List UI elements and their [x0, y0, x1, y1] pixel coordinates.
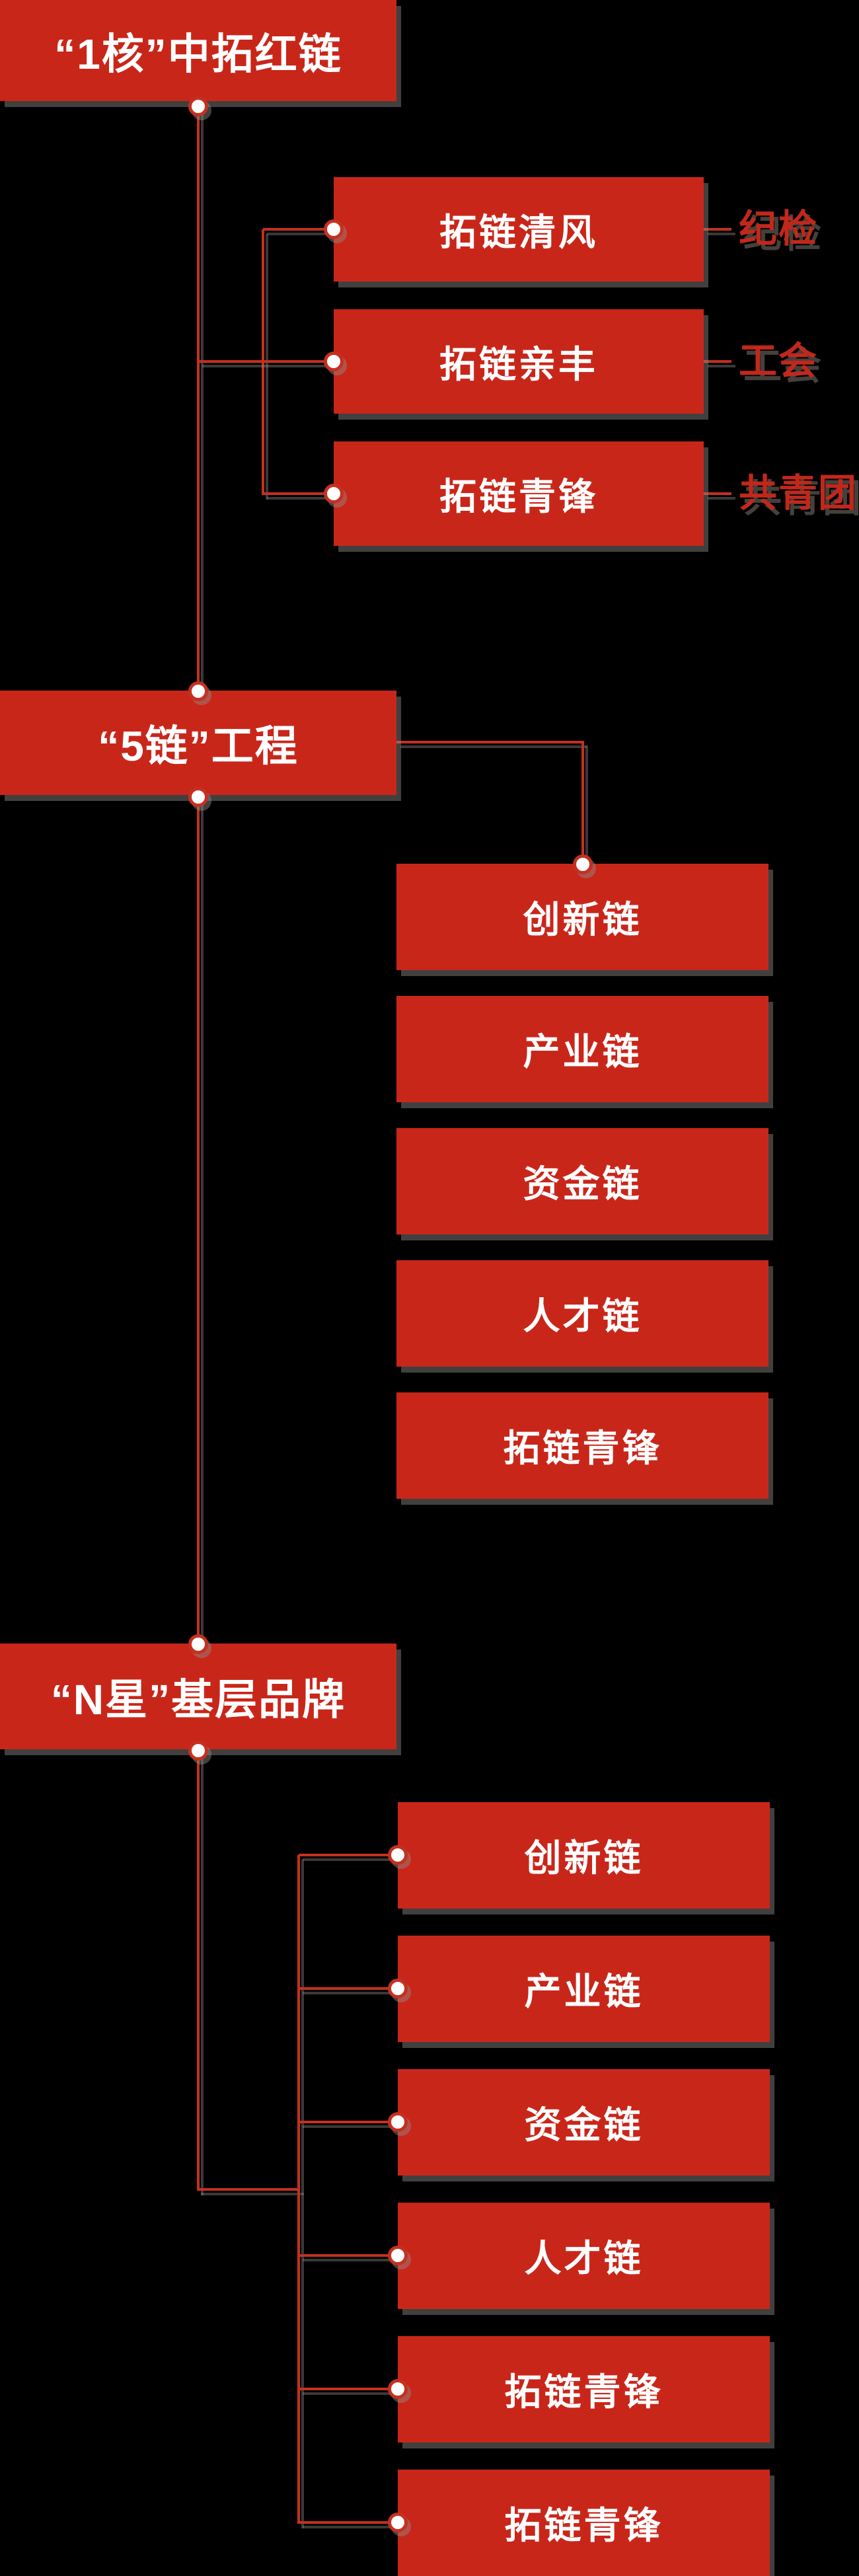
node-n-star-child-6: 拓链青锋: [398, 2470, 770, 2576]
junction-dot-five-chain-top: [188, 681, 208, 701]
junction-dot-core-bottom: [188, 96, 208, 116]
nstar-stub-5: [299, 2388, 398, 2390]
junction-dot-five-chain-child-1: [573, 854, 593, 874]
node-five-chain-child-1: 创新链: [396, 864, 768, 970]
junction-dot-five-chain-bottom: [188, 787, 208, 807]
junction-dot-n-star-child-6: [388, 2513, 408, 2532]
node-n-star-label: “N星”基层品牌: [50, 1676, 346, 1724]
node-core-child-3-label: 拓链青锋: [439, 475, 598, 517]
tag-stub-1: [704, 228, 731, 231]
node-n-star-child-3: 资金链: [398, 2069, 770, 2176]
node-n-star-child-1: 创新链: [398, 1802, 770, 1909]
junction-dot-n-star-child-2: [388, 1979, 408, 1998]
core-stub-3: [263, 492, 334, 495]
tag-stub-2: [704, 360, 731, 363]
junction-dot-n-star-child-4: [388, 2246, 408, 2265]
tag-stub-3: [704, 492, 731, 495]
node-five-chain-child-3: 资金链: [396, 1128, 768, 1234]
junction-dot-core-child-1: [324, 219, 344, 239]
node-five-chain-child-5-label: 拓链青锋: [503, 1427, 662, 1469]
five-chain-elbow-vertical: [581, 741, 584, 865]
node-five-chain: “5链”工程: [0, 691, 396, 795]
junction-dot-core-child-2: [324, 352, 344, 371]
node-n-star-child-4-label: 人才链: [524, 2238, 644, 2279]
nstar-stub-3: [299, 2121, 398, 2123]
node-five-chain-child-4-label: 人才链: [523, 1295, 642, 1337]
node-n-star-child-6-label: 拓链青锋: [504, 2505, 663, 2546]
node-core-child-2: 拓链亲丰: [334, 309, 704, 414]
node-core: “1核”中拓红链: [0, 0, 396, 101]
node-n-star: “N星”基层品牌: [0, 1644, 396, 1749]
node-core-child-1: 拓链清风: [334, 177, 704, 282]
node-five-chain-child-2-label: 产业链: [523, 1031, 642, 1073]
tag-gonghui: 工会: [739, 340, 819, 383]
trunk-elbow-to-nstar-branch: [197, 2188, 300, 2191]
junction-dot-n-star-child-5: [388, 2379, 408, 2399]
node-five-chain-child-3-label: 资金链: [523, 1163, 642, 1205]
node-n-star-child-2-label: 产业链: [524, 1971, 644, 2012]
node-five-chain-child-1-label: 创新链: [523, 899, 642, 940]
node-five-chain-label: “5链”工程: [98, 722, 299, 770]
five-chain-elbow-horizontal: [396, 741, 583, 743]
junction-dot-core-child-3: [324, 484, 344, 504]
junction-dot-n-star-child-1: [388, 1845, 408, 1865]
tag-gongqingtuan: 共青团: [739, 472, 858, 515]
node-n-star-child-5-label: 拓链青锋: [504, 2371, 663, 2413]
tag-jijian: 纪检: [739, 208, 819, 250]
node-core-child-3: 拓链青锋: [334, 441, 704, 546]
trunk-segment-2: [197, 798, 200, 1644]
nstar-branch-vertical: [297, 1855, 300, 2524]
node-five-chain-child-2: 产业链: [396, 996, 768, 1102]
node-core-child-2-label: 拓链亲丰: [439, 343, 598, 385]
core-stub-1: [263, 228, 334, 231]
nstar-stub-1: [299, 1854, 398, 1856]
core-stub-2: [198, 360, 334, 363]
nstar-stub-2: [299, 1987, 398, 1990]
node-n-star-child-3-label: 资金链: [524, 2104, 644, 2146]
node-n-star-child-1-label: 创新链: [524, 1837, 644, 1879]
trunk-segment-1: [197, 106, 200, 691]
node-n-star-child-4: 人才链: [398, 2203, 770, 2309]
nstar-stub-4: [299, 2254, 398, 2257]
node-five-chain-child-4: 人才链: [396, 1260, 768, 1367]
nstar-stub-6: [299, 2521, 398, 2524]
node-core-child-1-label: 拓链清风: [439, 211, 598, 253]
junction-dot-n-star-bottom: [188, 1741, 208, 1761]
junction-dot-n-star-top: [188, 1634, 208, 1654]
junction-dot-n-star-child-3: [388, 2112, 408, 2132]
trunk-segment-3: [197, 1751, 200, 2191]
node-five-chain-child-5: 拓链青锋: [396, 1392, 768, 1499]
node-n-star-child-5: 拓链青锋: [398, 2336, 770, 2443]
node-n-star-child-2: 产业链: [398, 1936, 770, 2042]
node-core-label: “1核”中拓红链: [54, 30, 342, 78]
